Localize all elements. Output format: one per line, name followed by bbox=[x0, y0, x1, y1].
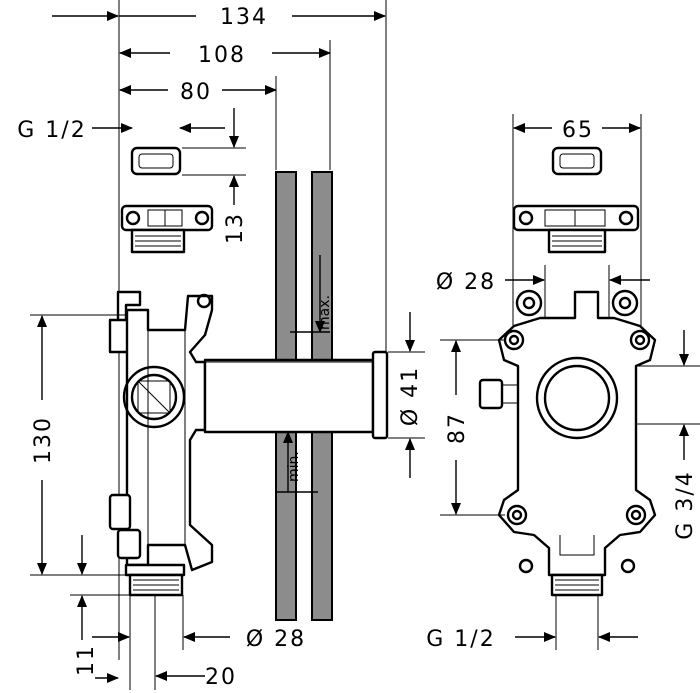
dimension-108: 108 bbox=[119, 43, 331, 68]
dimension-134: 134 bbox=[52, 5, 386, 30]
extension-lines-left bbox=[118, 0, 387, 690]
depth-markers: max. min. bbox=[276, 255, 333, 493]
dim-65-label: 65 bbox=[562, 118, 594, 143]
dim-d41-label: Ø 41 bbox=[398, 366, 423, 426]
dim-80-label: 80 bbox=[180, 80, 212, 105]
dim-134-label: 134 bbox=[220, 5, 268, 30]
cap-part-left bbox=[130, 146, 182, 176]
dimension-bottom-left: 20 Ø 28 bbox=[92, 627, 306, 690]
valve-body-front bbox=[478, 289, 657, 597]
cap-part-right bbox=[551, 146, 603, 176]
dim-11-label: 11 bbox=[74, 644, 99, 676]
dimension-13: 13 bbox=[182, 108, 248, 244]
dim-108-label: 108 bbox=[198, 43, 246, 68]
dimension-g12-bottom: G 1/2 bbox=[426, 627, 638, 652]
dim-87-label: 87 bbox=[445, 412, 470, 444]
dim-g34-label: G 3/4 bbox=[673, 470, 698, 539]
dim-d28-bottom-label: Ø 28 bbox=[246, 627, 306, 652]
dimension-g34: G 3/4 bbox=[636, 330, 700, 540]
min-label: min. bbox=[286, 451, 302, 482]
dimension-80: 80 bbox=[119, 80, 277, 105]
dim-g12-bottom-label: G 1/2 bbox=[426, 627, 495, 652]
dimension-11: 11 bbox=[70, 535, 130, 676]
dim-20-label: 20 bbox=[205, 665, 237, 690]
dim-d28-right-label: Ø 28 bbox=[436, 270, 496, 295]
dimension-g12-top: G 1/2 bbox=[17, 118, 225, 143]
dimension-65: 65 bbox=[513, 118, 641, 143]
dimension-d41: Ø 41 bbox=[388, 312, 425, 478]
dimension-130: 130 bbox=[30, 314, 128, 576]
dimension-87: 87 bbox=[440, 339, 505, 516]
dim-g12-top-label: G 1/2 bbox=[17, 118, 86, 143]
valve-body-side bbox=[108, 290, 214, 597]
sleeve-part-left bbox=[120, 204, 214, 254]
dim-13-label: 13 bbox=[223, 212, 248, 244]
sleeve-part-right bbox=[512, 204, 640, 254]
dimension-d28-right: Ø 28 bbox=[436, 270, 650, 295]
dim-130-label: 130 bbox=[31, 416, 56, 464]
pipe-side bbox=[203, 350, 389, 440]
max-label: max. bbox=[317, 295, 333, 330]
